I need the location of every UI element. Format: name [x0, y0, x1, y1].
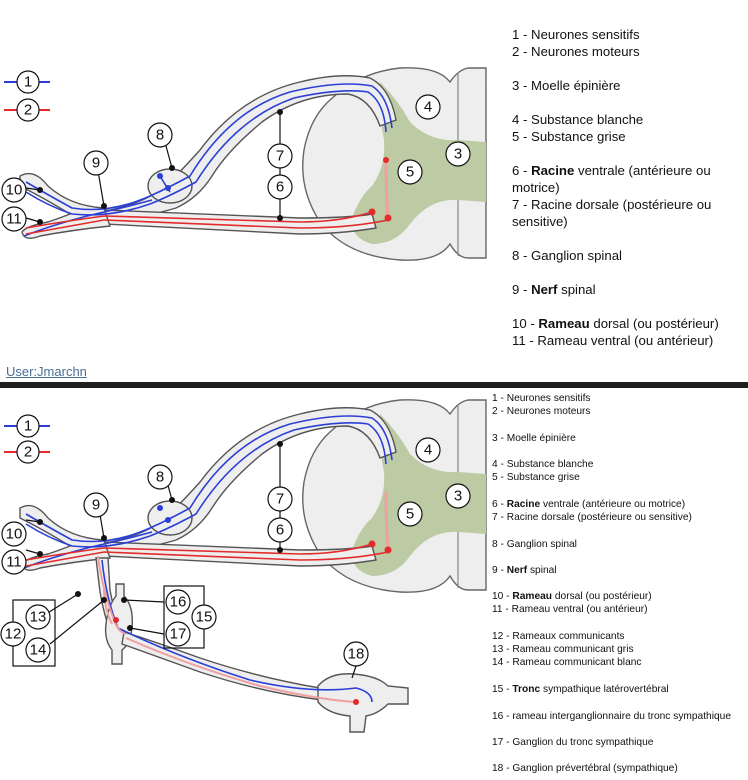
svg-text:8: 8 — [156, 127, 164, 144]
marker-14: 14 — [25, 637, 51, 663]
legend-item: 6 - Racine ventrale (antérieure ou motri… — [512, 163, 711, 195]
marker-4: 4 — [415, 94, 441, 120]
motor-fibres — [25, 491, 390, 703]
legend-item: 12 - Rameaux communicants — [492, 631, 625, 642]
marker-6: 6 — [267, 517, 293, 543]
marker-16: 16 — [165, 589, 191, 615]
legend-item: 10 - Rameau dorsal (ou postérieur) — [492, 591, 652, 602]
svg-text:16: 16 — [170, 594, 187, 611]
legend-item: 13 - Rameau communicant gris — [492, 644, 634, 655]
legend-item: 4 - Substance blanche — [492, 459, 594, 470]
legend-item: 5 - Substance grise — [492, 472, 580, 483]
marker-1: 1 — [16, 70, 40, 94]
marker-8: 8 — [147, 464, 173, 490]
legend-item: 8 - Ganglion spinal — [512, 248, 622, 263]
svg-text:10: 10 — [6, 182, 23, 199]
legend-item: 2 - Neurones moteurs — [492, 406, 591, 417]
bottom-diagram-panel: 1 2 3 4 5 6 7 8 9 10 11 12 13 14 15 16 1… — [0, 388, 748, 780]
legend-item: 17 - Ganglion du tronc sympathique — [492, 737, 654, 748]
legend-item: 1 - Neurones sensitifs — [512, 27, 640, 42]
marker-11: 11 — [1, 206, 27, 232]
svg-text:5: 5 — [406, 164, 414, 181]
marker-15: 15 — [191, 604, 217, 630]
marker-1: 1 — [16, 414, 40, 438]
legend-item: 15 - Tronc sympathique latérovertébral — [492, 684, 669, 695]
legend-item: 2 - Neurones moteurs — [512, 44, 640, 59]
svg-text:7: 7 — [276, 148, 284, 165]
legend-item: 8 - Ganglion spinal — [492, 539, 577, 550]
marker-17: 17 — [165, 621, 191, 647]
svg-text:3: 3 — [454, 488, 462, 505]
sensory-fibres — [23, 83, 393, 237]
marker-4: 4 — [415, 437, 441, 463]
marker-3: 3 — [445, 483, 471, 509]
spinal-nerve — [19, 172, 111, 239]
svg-text:18: 18 — [348, 646, 365, 663]
svg-text:8: 8 — [156, 469, 164, 486]
legend-item: 4 - Substance blanche — [512, 112, 644, 127]
svg-text:5: 5 — [406, 506, 414, 523]
svg-text:1: 1 — [24, 418, 32, 435]
legend-item: 3 - Moelle épinière — [512, 78, 621, 93]
spinal-cord-diagram-top: 1 2 3 4 5 6 7 8 9 10 11 — [1, 67, 487, 261]
interganglionic-ramus — [121, 631, 323, 701]
marker-5: 5 — [397, 501, 423, 527]
svg-text:11: 11 — [6, 554, 22, 571]
legend-item: 5 - Substance grise — [512, 129, 626, 144]
legend-item: 9 - Nerf spinal — [512, 282, 596, 297]
svg-text:6: 6 — [276, 522, 284, 539]
svg-text:12: 12 — [5, 626, 22, 643]
prevertebral-ganglion — [317, 673, 409, 733]
svg-text:13: 13 — [30, 609, 47, 626]
legend-item: 16 - rameau interganglionnaire du tronc … — [492, 711, 731, 722]
marker-11: 11 — [1, 549, 27, 575]
legend-item: 14 - Rameau communicant blanc — [492, 657, 642, 668]
svg-text:3: 3 — [454, 146, 462, 163]
marker-9: 9 — [83, 492, 109, 518]
marker-18: 18 — [343, 641, 369, 667]
marker-12: 12 — [0, 621, 26, 647]
marker-7: 7 — [267, 486, 293, 512]
legend-item: 6 - Racine ventrale (antérieure ou motri… — [492, 499, 686, 510]
svg-text:9: 9 — [92, 497, 100, 514]
svg-text:14: 14 — [30, 642, 47, 659]
sensory-fibres — [23, 415, 393, 703]
legend-item: 11 - Rameau ventral (ou antérieur) — [512, 333, 714, 348]
panel-divider — [0, 382, 748, 388]
legend-item: 11 - Rameau ventral (ou antérieur) — [492, 604, 648, 615]
svg-text:11: 11 — [6, 211, 22, 228]
svg-text:1: 1 — [24, 74, 32, 91]
marker-6: 6 — [267, 174, 293, 200]
legend-item: 9 - Nerf spinal — [492, 565, 557, 576]
svg-text:4: 4 — [424, 99, 432, 116]
top-diagram-panel: 1 2 3 4 5 6 7 8 9 10 11 1 - Neurones sen… — [0, 0, 748, 382]
legend-item: 3 - Moelle épinière — [492, 433, 576, 444]
svg-text:7: 7 — [276, 491, 284, 508]
legend-item: 7 - Racine dorsale (postérieure ou sensi… — [492, 512, 692, 523]
marker-13: 13 — [25, 604, 51, 630]
svg-text:2: 2 — [24, 444, 32, 461]
svg-text:2: 2 — [24, 102, 32, 119]
svg-text:17: 17 — [170, 626, 187, 643]
marker-2: 2 — [16, 440, 40, 464]
marker-2: 2 — [16, 98, 40, 122]
legend-item: 1 - Neurones sensitifs — [492, 393, 591, 404]
marker-10: 10 — [1, 521, 27, 547]
svg-text:10: 10 — [6, 526, 23, 543]
svg-text:4: 4 — [424, 442, 432, 459]
marker-9: 9 — [83, 150, 109, 176]
spinal-cord-diagram-bottom: 1 2 3 4 5 6 7 8 9 10 11 12 13 14 15 16 1… — [0, 399, 487, 733]
svg-text:15: 15 — [196, 609, 213, 626]
author-credit-link[interactable]: User:Jmarchn — [6, 364, 87, 379]
legend-item: 7 - Racine dorsale (postérieure ou sensi… — [512, 197, 712, 229]
svg-text:6: 6 — [276, 179, 284, 196]
marker-7: 7 — [267, 143, 293, 169]
marker-3: 3 — [445, 141, 471, 167]
marker-10: 10 — [1, 177, 27, 203]
legend-item: 18 - Ganglion prévertébral (sympathique) — [492, 763, 678, 774]
legend-item: 10 - Rameau dorsal (ou postérieur) — [512, 316, 719, 331]
marker-5: 5 — [397, 159, 423, 185]
marker-8: 8 — [147, 122, 173, 148]
svg-text:9: 9 — [92, 155, 100, 172]
